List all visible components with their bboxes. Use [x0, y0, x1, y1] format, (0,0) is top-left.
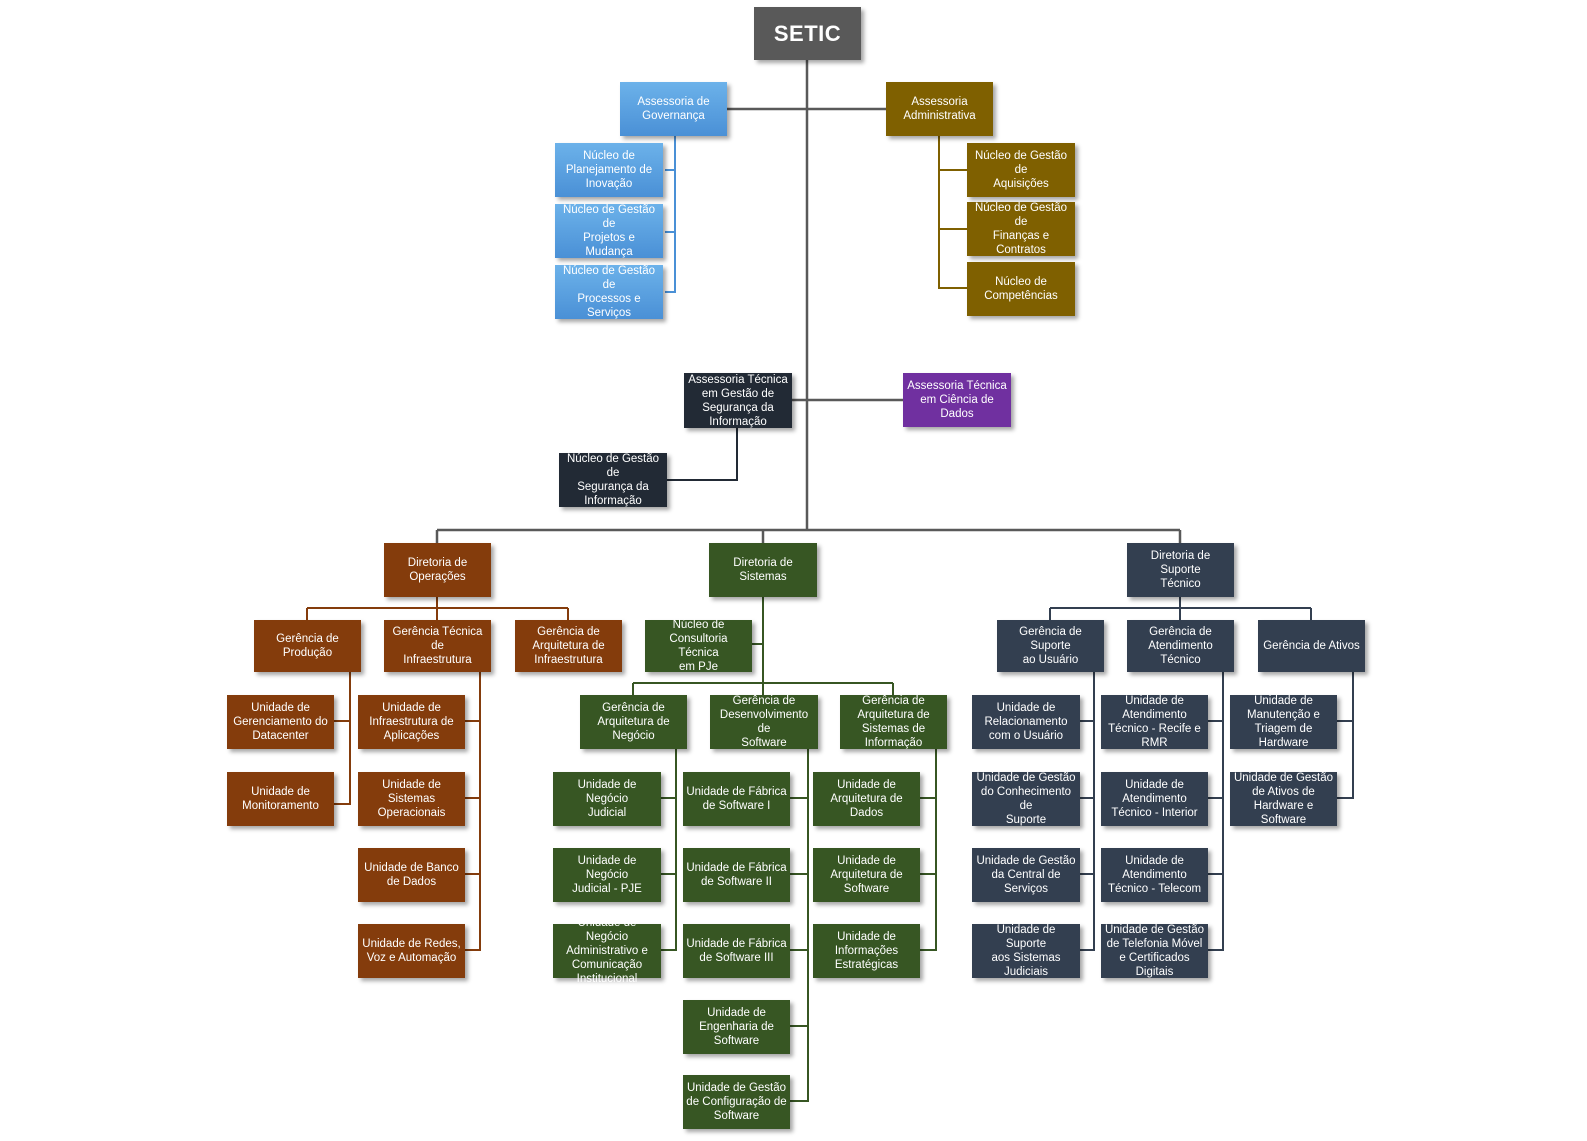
node-unidade-manutencao: Unidade de Manutenção e Triagem de Hardw… — [1230, 695, 1337, 749]
node-unidade-monitoramento: Unidade de Monitoramento — [227, 772, 334, 826]
node-assessoria-governanca: Assessoria de Governança — [620, 82, 727, 136]
node-unidade-arq-software: Unidade de Arquitetura de Software — [813, 848, 920, 902]
node-unidade-negocio-judicial: Unidade de Negócio Judicial — [553, 772, 661, 826]
node-unidade-engenharia: Unidade de Engenharia de Software — [683, 1000, 790, 1054]
node-gerencia-atendimento: Gerência de Atendimento Técnico — [1127, 620, 1234, 672]
node-unidade-sistemas-operacionais: Unidade de Sistemas Operacionais — [358, 772, 465, 826]
node-unidade-fabrica-1: Unidade de Fábrica de Software I — [683, 772, 790, 826]
node-unidade-banco-dados: Unidade de Banco de Dados — [358, 848, 465, 902]
node-unidade-central-servicos: Unidade de Gestão da Central de Serviços — [972, 848, 1080, 902]
node-gerencia-arq-infra: Gerência de Arquitetura de Infraestrutur… — [515, 620, 622, 672]
node-diretoria-sistemas: Diretoria de Sistemas — [709, 543, 817, 597]
node-nucleo-financas: Núcleo de Gestão de Finanças e Contratos — [967, 202, 1075, 256]
node-nucleo-pje: Núcleo de Consultoria Técnica em PJe — [645, 619, 752, 673]
node-setic: SETIC — [754, 7, 861, 60]
node-unidade-redes: Unidade de Redes, Voz e Automação — [358, 924, 465, 978]
node-unidade-relacionamento: Unidade de Relacionamento com o Usuário — [972, 695, 1080, 749]
node-nucleo-seguranca: Núcleo de Gestão de Segurança da Informa… — [559, 453, 667, 507]
node-diretoria-operacoes: Diretoria de Operações — [384, 543, 491, 597]
node-unidade-atend-interior: Unidade de Atendimento Técnico - Interio… — [1101, 772, 1208, 826]
node-unidade-fabrica-3: Unidade de Fábrica de Software III — [683, 924, 790, 978]
node-nucleo-competencias: Núcleo de Competências — [967, 262, 1075, 316]
node-unidade-negocio-adm: Unidade de Negócio Administrativo e Comu… — [553, 917, 661, 985]
node-nucleo-processos: Núcleo de Gestão de Processos e Serviços — [555, 265, 663, 319]
node-unidade-configuracao: Unidade de Gestão de Configuração de Sof… — [683, 1075, 790, 1129]
node-nucleo-projetos: Núcleo de Gestão de Projetos e Mudança — [555, 204, 663, 258]
node-assessoria-seguranca: Assessoria Técnica em Gestão de Seguranç… — [684, 373, 792, 428]
node-unidade-infra-aplicacoes: Unidade de Infraestrutura de Aplicações — [358, 695, 465, 749]
node-unidade-ativos-hw: Unidade de Gestão de Ativos de Hardware … — [1230, 772, 1337, 826]
node-unidade-atend-telecom: Unidade de Atendimento Técnico - Telecom — [1101, 848, 1208, 902]
node-unidade-telefonia: Unidade de Gestão de Telefonia Móvel e C… — [1101, 924, 1208, 978]
node-unidade-informacoes: Unidade de Informações Estratégicas — [813, 924, 920, 978]
node-unidade-datacenter: Unidade de Gerenciamento do Datacenter — [227, 695, 334, 749]
node-gerencia-desenvolvimento: Gerência de Desenvolvimento de Software — [710, 695, 818, 749]
node-unidade-negocio-pje: Unidade de Negócio Judicial - PJE — [553, 848, 661, 902]
node-assessoria-administrativa: Assessoria Administrativa — [886, 82, 993, 136]
node-gerencia-infraestrutura: Gerência Técnica de Infraestrutura — [384, 620, 491, 672]
node-unidade-conhecimento: Unidade de Gestão do Conhecimento de Sup… — [972, 772, 1080, 826]
node-gerencia-suporte-usuario: Gerência de Suporte ao Usuário — [997, 620, 1104, 672]
node-gerencia-producao: Gerência de Produção — [254, 620, 361, 672]
node-nucleo-planejamento: Núcleo de Planejamento de Inovação — [555, 143, 663, 197]
node-unidade-arq-dados: Unidade de Arquitetura de Dados — [813, 772, 920, 826]
node-diretoria-suporte: Diretoria de Suporte Técnico — [1127, 543, 1234, 597]
node-unidade-fabrica-2: Unidade de Fábrica de Software II — [683, 848, 790, 902]
node-gerencia-ativos: Gerência de Ativos — [1258, 620, 1365, 672]
node-assessoria-dados: Assessoria Técnica em Ciência de Dados — [903, 373, 1011, 427]
node-gerencia-arq-sistemas: Gerência de Arquitetura de Sistemas de I… — [840, 695, 947, 749]
node-unidade-atend-recife: Unidade de Atendimento Técnico - Recife … — [1101, 695, 1208, 749]
node-nucleo-aquisicoes: Núcleo de Gestão de Aquisições — [967, 143, 1075, 197]
node-unidade-suporte-judiciais: Unidade de Suporte aos Sistemas Judiciai… — [972, 924, 1080, 978]
node-gerencia-arq-negocio: Gerência de Arquitetura de Negócio — [580, 695, 687, 749]
